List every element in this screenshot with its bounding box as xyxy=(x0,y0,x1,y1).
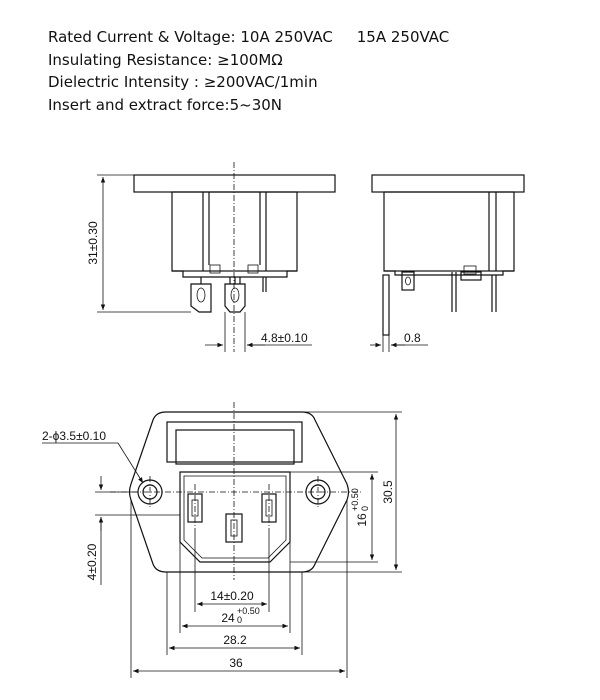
dim-pin-pitch: 4.8±0.10 xyxy=(261,331,308,345)
face-pins xyxy=(187,493,277,543)
dim-width-24-tol-upper: +0.50 xyxy=(237,606,260,616)
dim-height-16-tol-upper: +0.50 xyxy=(350,488,360,511)
dim-width-24: 24 xyxy=(221,611,235,625)
dim-offset-4: 4±0.20 xyxy=(85,543,99,580)
dim-width-36: 36 xyxy=(229,656,243,670)
spec-rated-value-2: 15A 250VAC xyxy=(356,28,450,46)
socket-outline xyxy=(179,471,291,563)
spec-insulation-label: Insulating Resistance: xyxy=(48,50,213,69)
front-side-view: 31±0.30 4.8±0.10 xyxy=(86,162,336,352)
specifications: Rated Current & Voltage: 10A 250VAC 15A … xyxy=(48,26,449,116)
spec-rated: Rated Current & Voltage: 10A 250VAC 15A … xyxy=(48,26,449,49)
spec-dielectric-label: Dielectric Intensity : xyxy=(48,73,199,91)
dim-height-16-tol-lower: 0 xyxy=(360,506,370,511)
spec-insulation-value: ≥100MΩ xyxy=(217,50,283,69)
spec-rated-label: Rated Current & Voltage: xyxy=(48,28,236,46)
spec-dielectric-value: ≥200VAC/1min xyxy=(203,73,318,91)
fuse-drawer xyxy=(166,421,303,465)
spec-force: Insert and extract force:5~30N xyxy=(48,94,449,117)
spec-rated-value-1: 10A 250VAC xyxy=(240,28,333,46)
dim-width-28-2: 28.2 xyxy=(223,633,247,647)
spec-force-label: Insert and extract force: xyxy=(48,95,230,114)
front-flange xyxy=(133,174,336,193)
spec-dielectric: Dielectric Intensity : ≥200VAC/1min xyxy=(48,71,449,94)
dim-width-14: 14±0.20 xyxy=(210,589,254,603)
spec-force-value: 5~30N xyxy=(229,95,283,114)
front-pins xyxy=(190,277,267,313)
side-flange xyxy=(371,174,525,193)
dim-height-16: 16 xyxy=(355,513,369,527)
dim-holes: 2-ϕ3.5±0.10 xyxy=(42,429,106,443)
front-face-view: 2-ϕ3.5±0.10 30.5 16 +0.50 0 4±0.20 14±0.… xyxy=(42,402,402,678)
dim-width-24-tol-lower: 0 xyxy=(237,615,242,625)
front-body xyxy=(171,191,298,272)
dim-height-30-5: 30.5 xyxy=(381,480,395,504)
dim-pin-thickness: 0.8 xyxy=(404,331,421,345)
side-pins xyxy=(382,265,497,336)
right-side-view: 0.8 xyxy=(370,174,525,352)
spec-insulation: Insulating Resistance: ≥100MΩ xyxy=(48,49,449,72)
dim-height-31: 31±0.30 xyxy=(86,221,100,265)
side-body xyxy=(383,191,515,272)
